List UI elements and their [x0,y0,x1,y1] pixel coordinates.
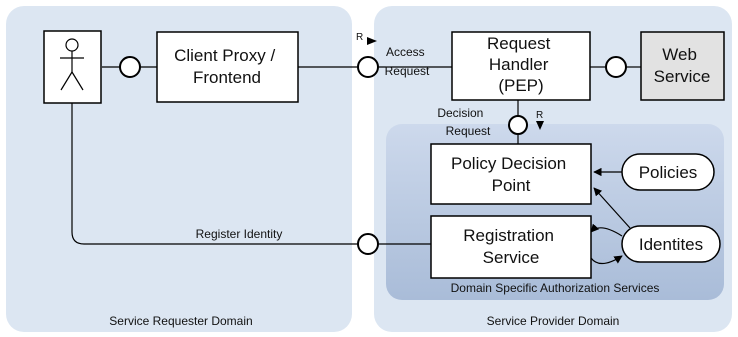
pdp-line-1: Policy Decision [451,154,566,173]
request-handler-line-2: Handler [489,55,549,74]
access-request-label: Access Request [385,45,430,78]
decision-request-line-2: Request [446,124,491,138]
registration-line-1: Registration [463,226,554,245]
request-handler-line-1: Request [487,34,551,53]
request-handler-label: Request Handler (PEP) [487,34,555,95]
register-identity-label: Register Identity [196,227,283,241]
r-marker-top-label: R [356,32,363,43]
web-service-label: Web Service [654,45,711,86]
arrows [590,167,631,265]
interface-circle [357,233,379,255]
pdp-label: Policy Decision Point [451,154,571,195]
interface-circle [119,56,141,78]
interface-circle [605,56,627,78]
policies-store [621,153,715,191]
client-proxy-line-2: Frontend [193,68,261,87]
interface-circle [357,56,379,78]
access-request-line-1: Access [386,45,425,59]
access-request-line-2: Request [385,64,430,78]
r-marker-mid-label: R [536,110,543,121]
web-service-line-2: Service [654,67,711,86]
r-triangle-right [367,37,377,45]
policies-label: Policies [639,163,698,182]
r-triangle-down [536,121,544,130]
authz-services-label: Domain Specific Authorization Services [451,281,660,295]
client-proxy-label: Client Proxy / Frontend [174,46,280,87]
requester-domain-label: Service Requester Domain [109,314,252,328]
identities-store [621,225,721,263]
client-proxy-box [156,31,299,103]
client-proxy-line-1: Client Proxy / [174,46,275,65]
registration-box [430,215,592,279]
pdp-box [430,143,592,205]
registration-label: Registration Service [463,226,558,267]
user-icon [60,38,84,91]
decision-request-label: Decision Request [437,106,491,138]
request-handler-line-3: (PEP) [498,76,543,95]
registration-line-2: Service [483,248,540,267]
identities-label: Identites [639,235,703,254]
provider-domain-label: Service Provider Domain [487,314,620,328]
decision-request-line-1: Decision [437,106,483,120]
web-service-box [640,31,725,101]
web-service-line-1: Web [662,45,697,64]
request-handler-box [451,31,591,101]
interface-circle [508,115,528,135]
pdp-line-2: Point [492,176,531,195]
connector-lines [71,66,641,245]
interface-circles [119,56,627,255]
